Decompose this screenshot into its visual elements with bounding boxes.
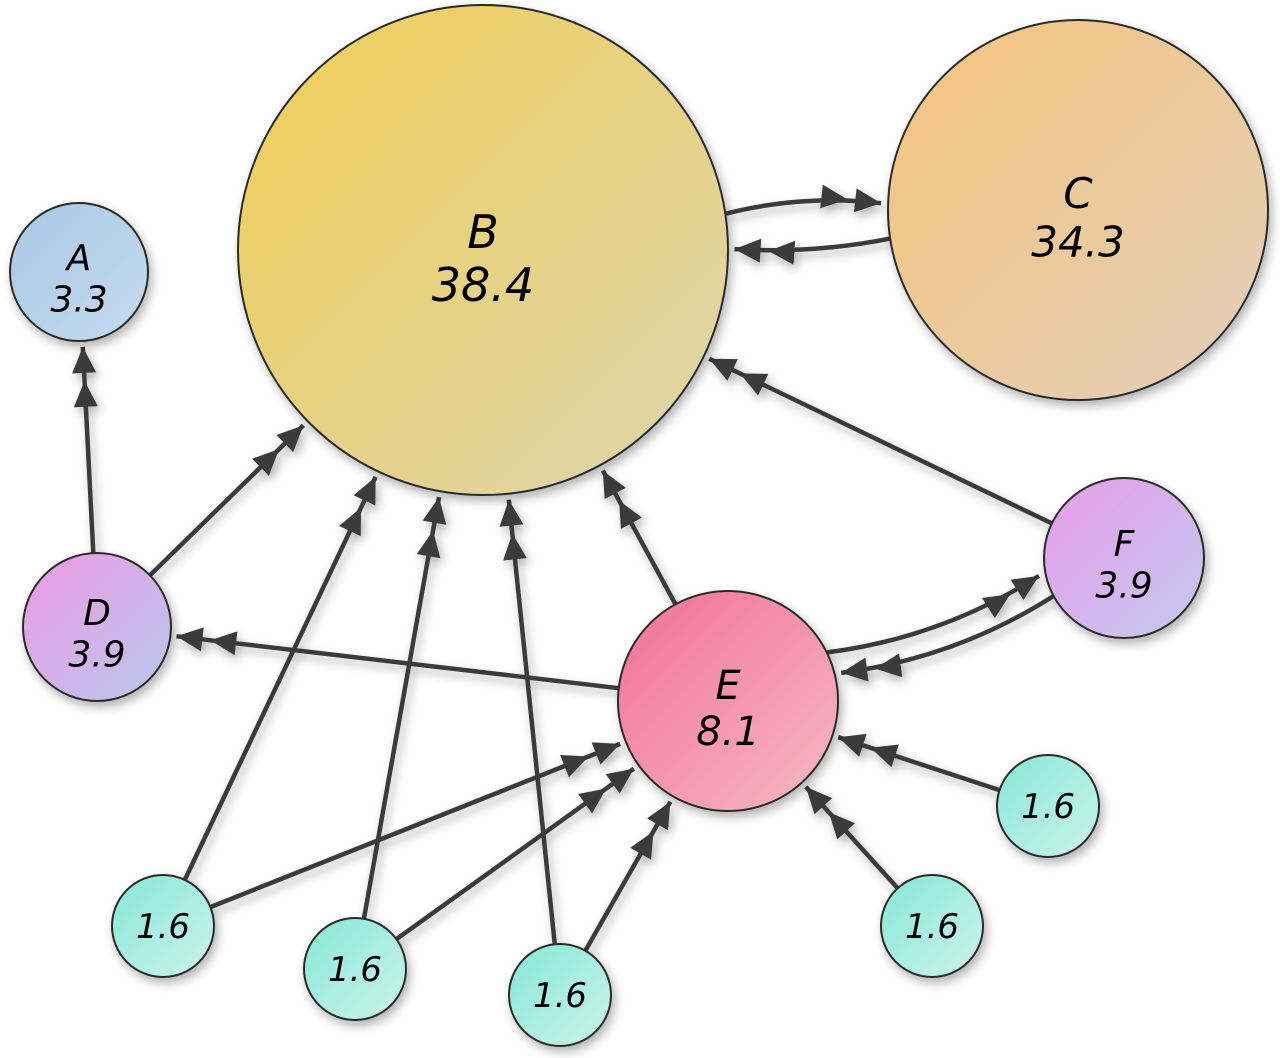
edge-F-B [708,356,1053,526]
node-K: 1.6 [996,754,1100,858]
node-value-C: 34.3 [1031,217,1125,266]
node-label-A: A [65,238,92,279]
node-circle-F [1043,477,1205,639]
nodes-layer: A3.3B38.4C34.3D3.9E8.1F3.91.61.61.61.61.… [9,4,1269,1047]
node-C: C34.3 [887,19,1269,401]
node-circle-C [887,19,1269,401]
node-J: 1.6 [880,874,984,978]
edge-D-B [148,423,305,577]
edge-G-B [182,475,378,881]
node-circle-E [617,590,839,812]
node-value-J: 1.6 [905,907,959,947]
node-F: F3.9 [1043,477,1205,639]
node-circle-D [22,552,172,702]
node-circle-K [996,754,1100,858]
edge-E-D [176,627,619,691]
node-value-H: 1.6 [328,950,382,990]
node-circle-J [880,874,984,978]
edge-J-E [804,785,900,890]
node-label-D: D [83,593,111,634]
node-circle-H [303,917,407,1021]
node-H: 1.6 [303,917,407,1021]
node-A: A3.3 [9,202,149,342]
edge-C-B [734,236,890,265]
edge-E-F [827,574,1041,655]
node-value-F: 3.9 [1095,565,1152,606]
node-value-K: 1.6 [1021,787,1075,827]
node-E: E8.1 [617,590,839,812]
node-D: D3.9 [22,552,172,702]
node-value-A: 3.3 [50,279,107,320]
edge-D-A [72,346,98,554]
node-label-E: E [715,663,741,709]
node-circle-G [111,874,215,978]
edge-G-E [209,741,622,910]
edge-F-E [840,594,1055,682]
node-value-G: 1.6 [136,907,190,947]
edge-H-B [361,496,447,920]
node-circle-B [237,4,729,496]
edge-H-E [395,766,636,942]
node-value-B: 38.4 [432,258,534,312]
node-G: 1.6 [111,874,215,978]
node-circle-I [508,943,612,1047]
edge-I-B [499,499,558,945]
node-label-C: C [1063,169,1093,218]
node-value-I: 1.6 [533,976,587,1016]
node-value-D: 3.9 [68,634,125,675]
edges-layer [72,184,1055,952]
node-I: 1.6 [508,943,612,1047]
edge-E-B [600,469,678,606]
edge-K-E [837,733,1001,793]
node-label-F: F [1114,524,1136,565]
node-B: B38.4 [237,4,729,496]
node-circle-A [9,202,149,342]
node-label-B: B [467,205,499,259]
edge-I-E [583,800,673,952]
edge-B-C [725,184,882,216]
node-value-E: 8.1 [696,709,760,755]
